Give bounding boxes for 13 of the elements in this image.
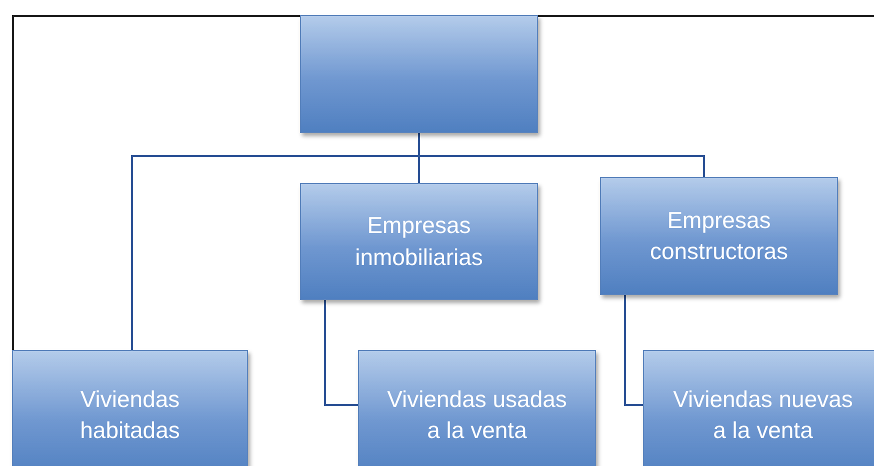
box-label: Viviendas usadas a la venta: [386, 384, 568, 445]
box-label: Empresas inmobiliarias: [354, 211, 484, 272]
empty-box: [300, 15, 538, 133]
box-label: Empresas constructoras: [648, 206, 790, 266]
connector-line: [624, 295, 643, 406]
connector-line: [324, 300, 358, 406]
org-box: [358, 350, 596, 466]
box-label: Viviendas habitadas: [79, 384, 181, 445]
org-box: [12, 350, 248, 466]
org-box: [643, 350, 874, 466]
box-label: Viviendas nuevas a la venta: [672, 384, 854, 445]
org-box: [600, 177, 838, 295]
org-box: [300, 183, 538, 300]
